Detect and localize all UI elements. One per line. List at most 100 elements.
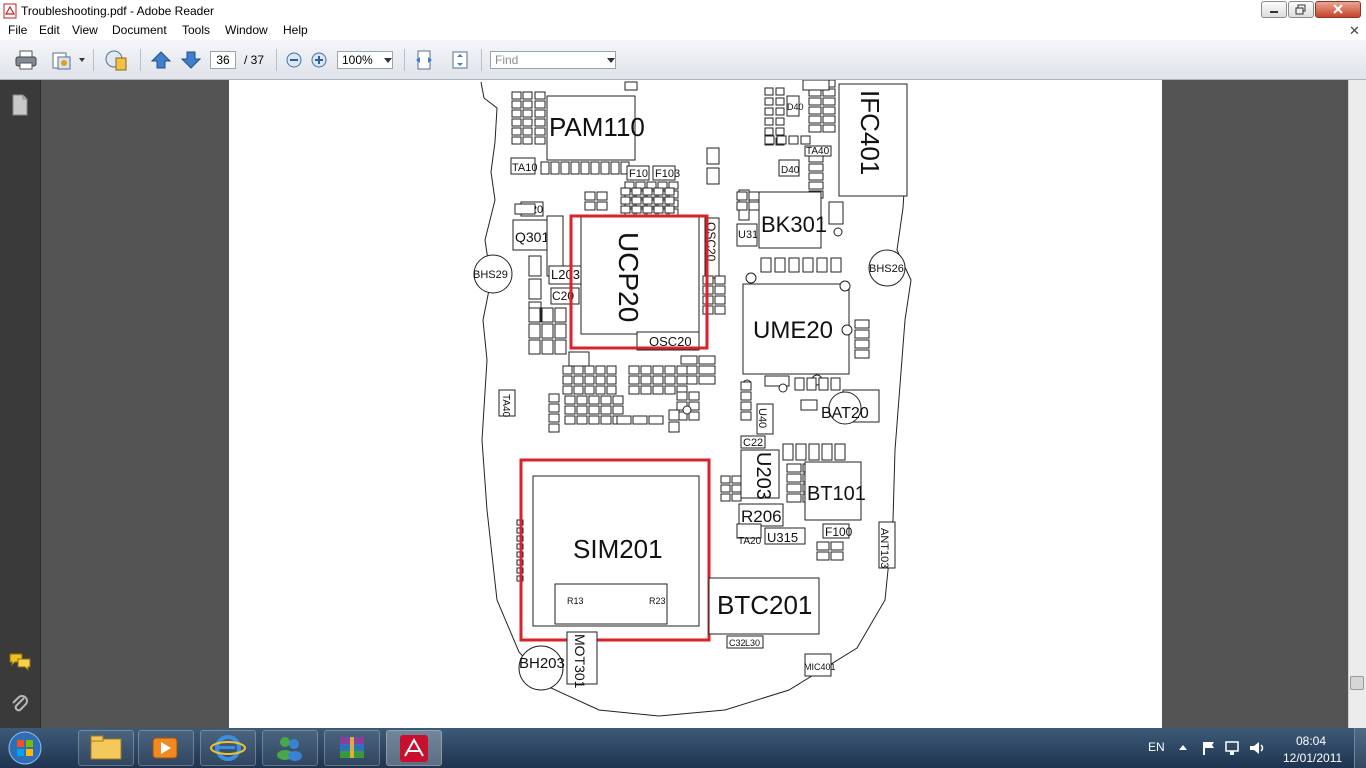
- c22-pad: [740, 435, 766, 449]
- document-close-icon[interactable]: ✕: [1349, 23, 1360, 38]
- component-hole: [841, 324, 853, 336]
- page-number-input[interactable]: 36: [210, 51, 236, 69]
- vertical-scrollbar[interactable]: [1348, 80, 1366, 728]
- clock-time[interactable]: 08:04: [1296, 734, 1327, 748]
- menu-document[interactable]: Document: [112, 23, 167, 37]
- passive-component: [576, 395, 588, 405]
- passive-component: [764, 117, 774, 126]
- component-label-bhs_right: BHS26: [869, 263, 904, 275]
- pages-panel-icon[interactable]: [10, 94, 30, 116]
- component-label-ifc: IFC401: [855, 90, 885, 175]
- menu-window[interactable]: Window: [225, 23, 268, 37]
- chevron-down-icon[interactable]: [78, 56, 86, 64]
- minimize-button[interactable]: [1261, 1, 1287, 18]
- maximize-button[interactable]: [1288, 1, 1314, 18]
- ucp-highlight: [569, 214, 709, 350]
- taskbar-explorer[interactable]: [78, 730, 134, 766]
- print-icon[interactable]: [14, 49, 38, 71]
- passive-component: [854, 339, 870, 349]
- taskbar-messenger[interactable]: [262, 730, 318, 766]
- passive-component: [748, 201, 760, 211]
- bhs-left-hole: [473, 254, 513, 294]
- fit-width-icon[interactable]: [414, 49, 434, 71]
- passive-component: [720, 484, 731, 493]
- u315-pad: [764, 527, 806, 545]
- network-icon[interactable]: [1224, 739, 1240, 757]
- menu-view[interactable]: View: [72, 23, 98, 37]
- collaborate-icon[interactable]: [103, 48, 129, 72]
- passive-component: [706, 147, 720, 165]
- passive-component: [514, 203, 536, 215]
- passive-component: [590, 161, 600, 175]
- action-center-icon[interactable]: [1200, 740, 1216, 756]
- passive-component: [776, 135, 787, 145]
- minimize-icon: [1270, 11, 1278, 13]
- taskbar-adobe-reader[interactable]: [386, 730, 442, 766]
- taskbar-winrar[interactable]: [324, 730, 380, 766]
- taskbar-internet-explorer[interactable]: [200, 730, 256, 766]
- menu-help[interactable]: Help: [283, 23, 308, 37]
- passive-component: [786, 493, 802, 503]
- passive-component: [628, 385, 640, 395]
- passive-component: [786, 473, 802, 483]
- passive-component: [830, 551, 844, 561]
- show-hidden-icons-icon[interactable]: [1178, 743, 1188, 751]
- component-label-u315: U315: [767, 530, 798, 545]
- passive-component: [808, 115, 822, 124]
- close-button[interactable]: [1315, 1, 1361, 18]
- zoom-out-icon[interactable]: [286, 52, 303, 69]
- f100-pad: [822, 523, 850, 539]
- q30-chip: [512, 219, 550, 251]
- menu-edit[interactable]: Edit: [39, 23, 60, 37]
- attachment-icon[interactable]: [10, 694, 30, 716]
- passive-component: [570, 161, 580, 175]
- passive-component: [534, 127, 546, 136]
- passive-component: [726, 635, 764, 649]
- passive-component: [680, 355, 698, 365]
- media-player-icon: [152, 737, 178, 759]
- passive-component: [808, 124, 822, 133]
- menu-file[interactable]: File: [8, 23, 28, 37]
- passive-component: [764, 135, 775, 145]
- passive-component: [554, 323, 567, 339]
- component-label-bh: BH203: [519, 655, 565, 672]
- passive-component: [800, 399, 818, 411]
- passive-component: [808, 172, 824, 181]
- passive-component: [548, 393, 560, 403]
- title-bar: Troubleshooting.pdf - Adobe Reader: [0, 0, 1366, 23]
- passive-component: [775, 97, 785, 106]
- component-hole: [682, 405, 692, 415]
- passive-component: [640, 385, 652, 395]
- zoom-in-icon[interactable]: [311, 52, 328, 69]
- pages-icon[interactable]: [50, 49, 74, 71]
- clock-date[interactable]: 12/01/2011: [1283, 751, 1343, 765]
- passive-component: [800, 135, 811, 145]
- menu-tools[interactable]: Tools: [182, 23, 211, 37]
- passive-component: [748, 191, 760, 201]
- toolbar-separator: [276, 49, 277, 71]
- language-indicator[interactable]: EN: [1148, 740, 1165, 754]
- component-hole: [839, 280, 851, 292]
- find-input[interactable]: Find: [490, 51, 616, 69]
- comments-icon[interactable]: [8, 652, 32, 672]
- volume-icon[interactable]: [1248, 739, 1266, 757]
- passive-component: [511, 127, 522, 136]
- passive-component: [714, 305, 726, 315]
- scrollbar-thumb[interactable]: [1350, 676, 1364, 690]
- passive-component: [821, 443, 833, 461]
- arrow-up-icon[interactable]: [150, 50, 172, 70]
- arrow-down-icon[interactable]: [180, 50, 202, 70]
- zoom-select[interactable]: 100%: [337, 51, 393, 69]
- component-label-r20: R206: [741, 507, 782, 526]
- fit-page-icon[interactable]: [450, 49, 470, 71]
- bk-chip: [758, 191, 822, 249]
- passive-component: [714, 285, 726, 295]
- taskbar-media-player[interactable]: [138, 730, 194, 766]
- passive-component: [595, 365, 606, 375]
- start-button[interactable]: [6, 730, 44, 766]
- component-label-bat: BAT20: [821, 405, 869, 422]
- show-desktop-button[interactable]: [1354, 728, 1366, 768]
- passive-component: [830, 377, 841, 391]
- passive-component: [668, 421, 680, 433]
